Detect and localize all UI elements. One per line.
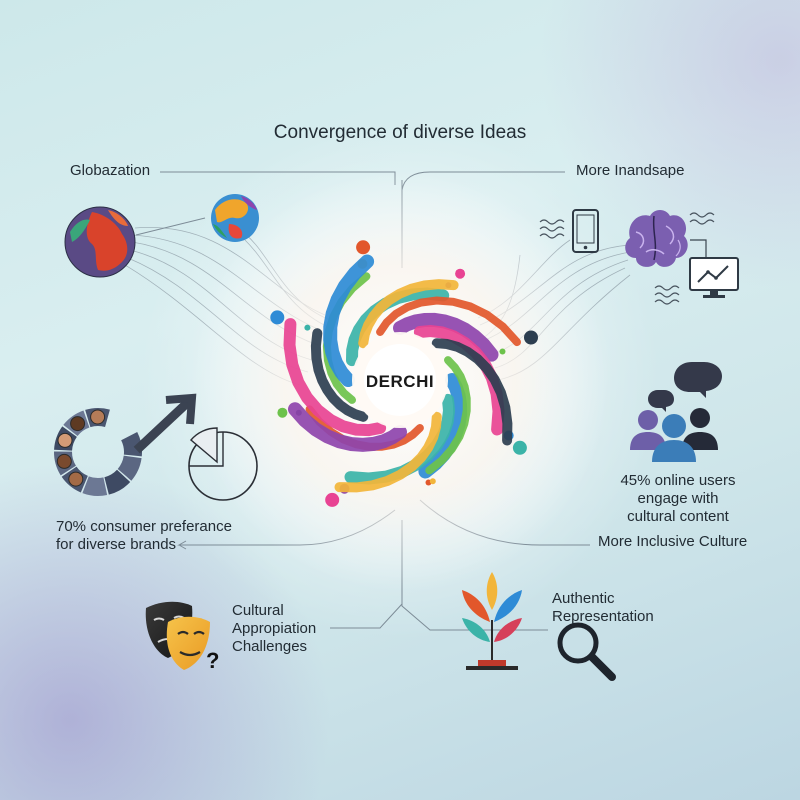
question-mark-icon: ? [206, 648, 219, 673]
donut-segment [82, 476, 108, 496]
swirl-arm [376, 296, 521, 347]
donut-segment [104, 469, 131, 495]
avatar [68, 471, 84, 487]
magnifier-icon [557, 622, 616, 681]
online-users-label: 45% online users engage with cultural co… [608, 472, 748, 526]
brain-icon [625, 210, 688, 267]
swirl-drop [512, 440, 527, 455]
smartphone-icon [572, 209, 599, 253]
pie-chart-icon [188, 427, 258, 501]
authentic-representation-label: Authentic Representation [552, 590, 672, 626]
swirl-drop [499, 348, 506, 355]
monitor-chart-icon [689, 257, 739, 298]
online-users-line: engage with [637, 490, 719, 507]
brain-monitor-connector [690, 239, 707, 258]
authentic-line: Representation [552, 608, 654, 625]
people-chat-icon [630, 362, 722, 462]
consumer-preference-line: for diverse brands [56, 536, 177, 553]
swirl-drop [524, 330, 538, 345]
swirl-drop [455, 268, 466, 279]
donut-segment [121, 432, 142, 457]
plant-icon [462, 572, 522, 670]
consumer-preference-label: 70% consumer preferance for diverse bran… [56, 518, 256, 554]
avatar [57, 432, 73, 448]
swirl-arm [310, 328, 369, 422]
swirl-arm [288, 402, 407, 452]
appropriation-line: Cultural [232, 602, 284, 619]
appropriation-line: Challenges [232, 638, 308, 655]
swirl-arm [393, 312, 499, 362]
donut-segment [117, 455, 142, 481]
swirl-arm [425, 356, 471, 475]
authentic-line: Authentic [552, 590, 615, 607]
online-users-line: cultural content [627, 508, 729, 525]
consumer-preference-line: 70% consumer preferance [56, 518, 232, 535]
avatar [56, 453, 72, 469]
small-globe-icon [211, 194, 259, 242]
swirl-drop [270, 310, 285, 325]
swirl-drop [304, 324, 311, 331]
online-users-line: 45% online users [620, 472, 736, 489]
swirl-arm [334, 411, 442, 493]
swirl-arm [358, 279, 459, 349]
avatar [70, 416, 86, 432]
swirl-drop [356, 240, 371, 255]
globe-icon [64, 206, 136, 278]
center-swirl [270, 240, 538, 507]
center-label: DERCHI [365, 372, 435, 391]
swirl-arm [323, 254, 375, 387]
wave-icon [539, 212, 715, 305]
appropriation-label: Cultural Appropiation Challenges [232, 602, 342, 656]
swirl-drop [325, 492, 340, 507]
globalization-label: Globazation [70, 162, 151, 179]
donut-avatars-icon [54, 408, 142, 496]
swirl-drop [277, 407, 288, 418]
swirl-arm [431, 338, 513, 446]
diagram-title: Convergence of diverse Ideas [273, 122, 527, 143]
swirl-arm [283, 318, 387, 437]
inclusive-culture-label: More Inclusive Culture [598, 533, 748, 550]
avatar [90, 409, 106, 425]
swirl-drop [429, 478, 436, 485]
appropriation-line: Appropiation [232, 620, 317, 637]
more-landscape-label: More Inandsape [576, 162, 685, 179]
arrow-up-right-icon [133, 393, 197, 454]
theater-masks-icon [145, 601, 210, 670]
